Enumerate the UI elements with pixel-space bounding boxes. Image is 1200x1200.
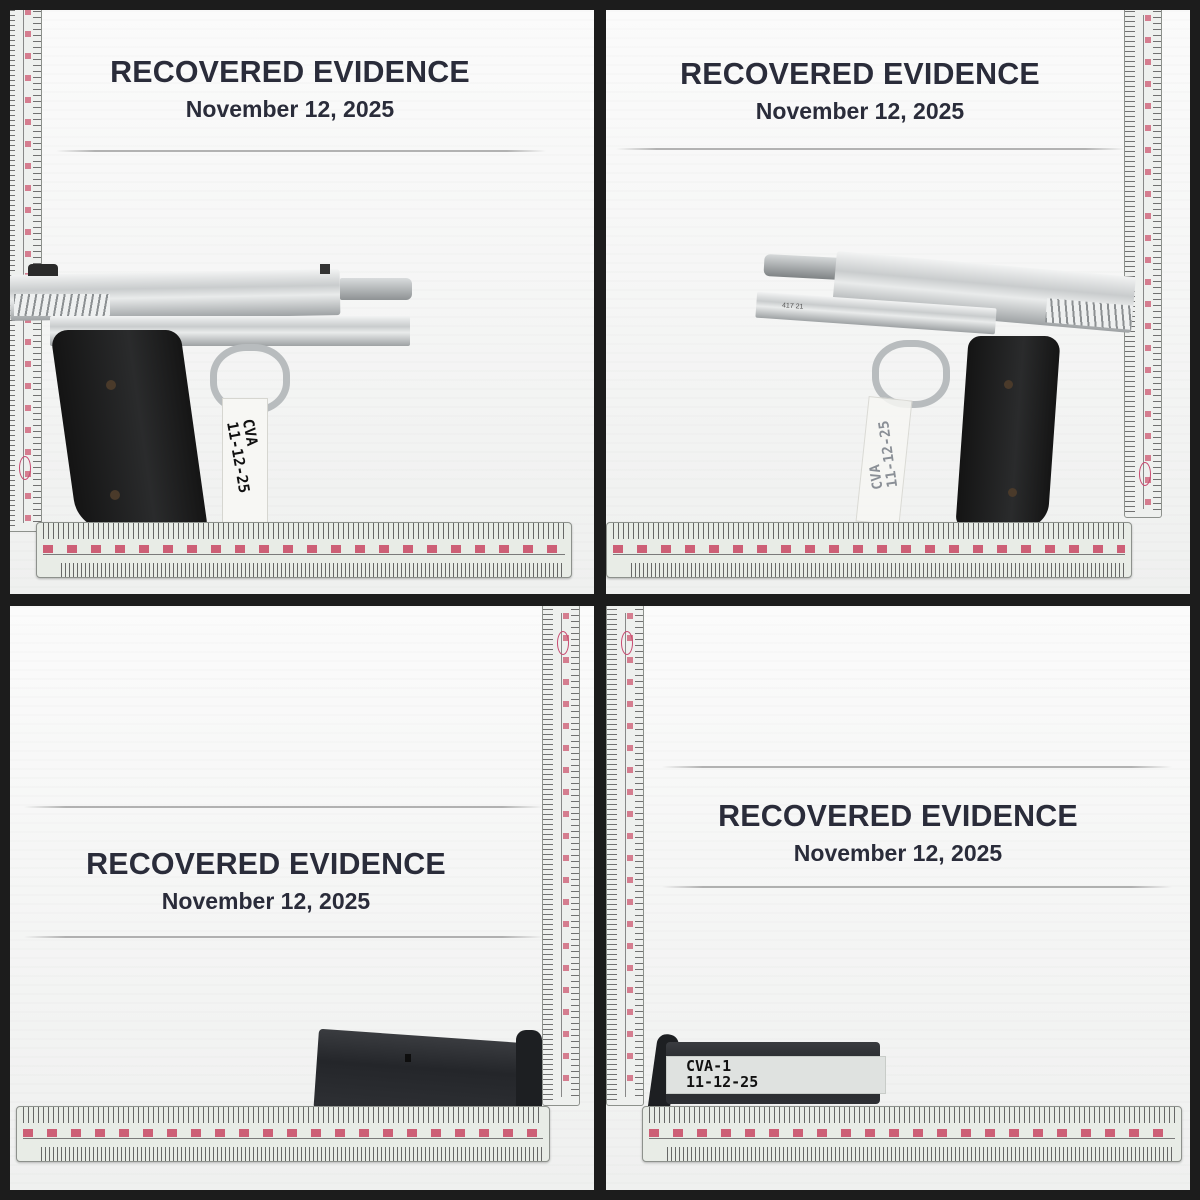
- pistol-grip: [955, 336, 1061, 528]
- grip-screw: [1008, 488, 1017, 497]
- photo-panel-bottom-left: RECOVERED EVIDENCE November 12, 2025: [10, 606, 594, 1190]
- placard-fold-line: [662, 886, 1172, 888]
- front-sight: [320, 264, 330, 274]
- evidence-tag: [222, 398, 268, 528]
- magazine-witness-hole: [405, 1054, 411, 1062]
- pistol-barrel: [763, 253, 845, 281]
- evidence-tape-text: CVA-1 11-12-25: [686, 1057, 759, 1091]
- grip-screw: [1004, 380, 1013, 389]
- evidence-placard: RECOVERED EVIDENCE November 12, 2025: [60, 54, 520, 123]
- placard-title: RECOVERED EVIDENCE: [110, 54, 470, 89]
- placard-fold-line: [24, 936, 544, 938]
- evidence-placard: RECOVERED EVIDENCE November 12, 2025: [36, 846, 496, 915]
- vertical-ruler: [606, 606, 644, 1106]
- grip-screw: [106, 380, 116, 390]
- photo-panel-bottom-right: RECOVERED EVIDENCE November 12, 2025 CVA…: [606, 606, 1190, 1190]
- placard-title: RECOVERED EVIDENCE: [680, 56, 1040, 91]
- serial-marking: 417 21: [781, 302, 804, 311]
- rear-sight: [28, 264, 58, 276]
- placard-date: November 12, 2025: [161, 888, 371, 914]
- placard-date: November 12, 2025: [185, 96, 395, 122]
- pistol-barrel: [340, 278, 412, 300]
- slide-serrations: [14, 294, 110, 316]
- horizontal-ruler: [16, 1106, 550, 1162]
- horizontal-ruler: [606, 522, 1132, 578]
- horizontal-ruler: [36, 522, 572, 578]
- placard-fold-line: [616, 148, 1126, 150]
- evidence-tape: [666, 1056, 886, 1094]
- placard-date: November 12, 2025: [755, 98, 965, 124]
- placard-date: November 12, 2025: [793, 840, 1003, 866]
- vertical-ruler: [542, 606, 580, 1106]
- evidence-placard: RECOVERED EVIDENCE November 12, 2025: [668, 798, 1128, 867]
- placard-fold-line: [662, 766, 1172, 768]
- vertical-ruler: [1124, 10, 1162, 518]
- grip-screw: [110, 490, 120, 500]
- placard-title: RECOVERED EVIDENCE: [718, 798, 1078, 833]
- photo-panel-top-right: RECOVERED EVIDENCE November 12, 2025 417…: [606, 10, 1190, 594]
- evidence-placard: RECOVERED EVIDENCE November 12, 2025: [630, 56, 1090, 125]
- placard-fold-line: [56, 150, 546, 152]
- photo-panel-top-left: RECOVERED EVIDENCE November 12, 2025 CVA…: [10, 10, 594, 594]
- horizontal-ruler: [642, 1106, 1182, 1162]
- placard-fold-line: [24, 806, 544, 808]
- placard-title: RECOVERED EVIDENCE: [86, 846, 446, 881]
